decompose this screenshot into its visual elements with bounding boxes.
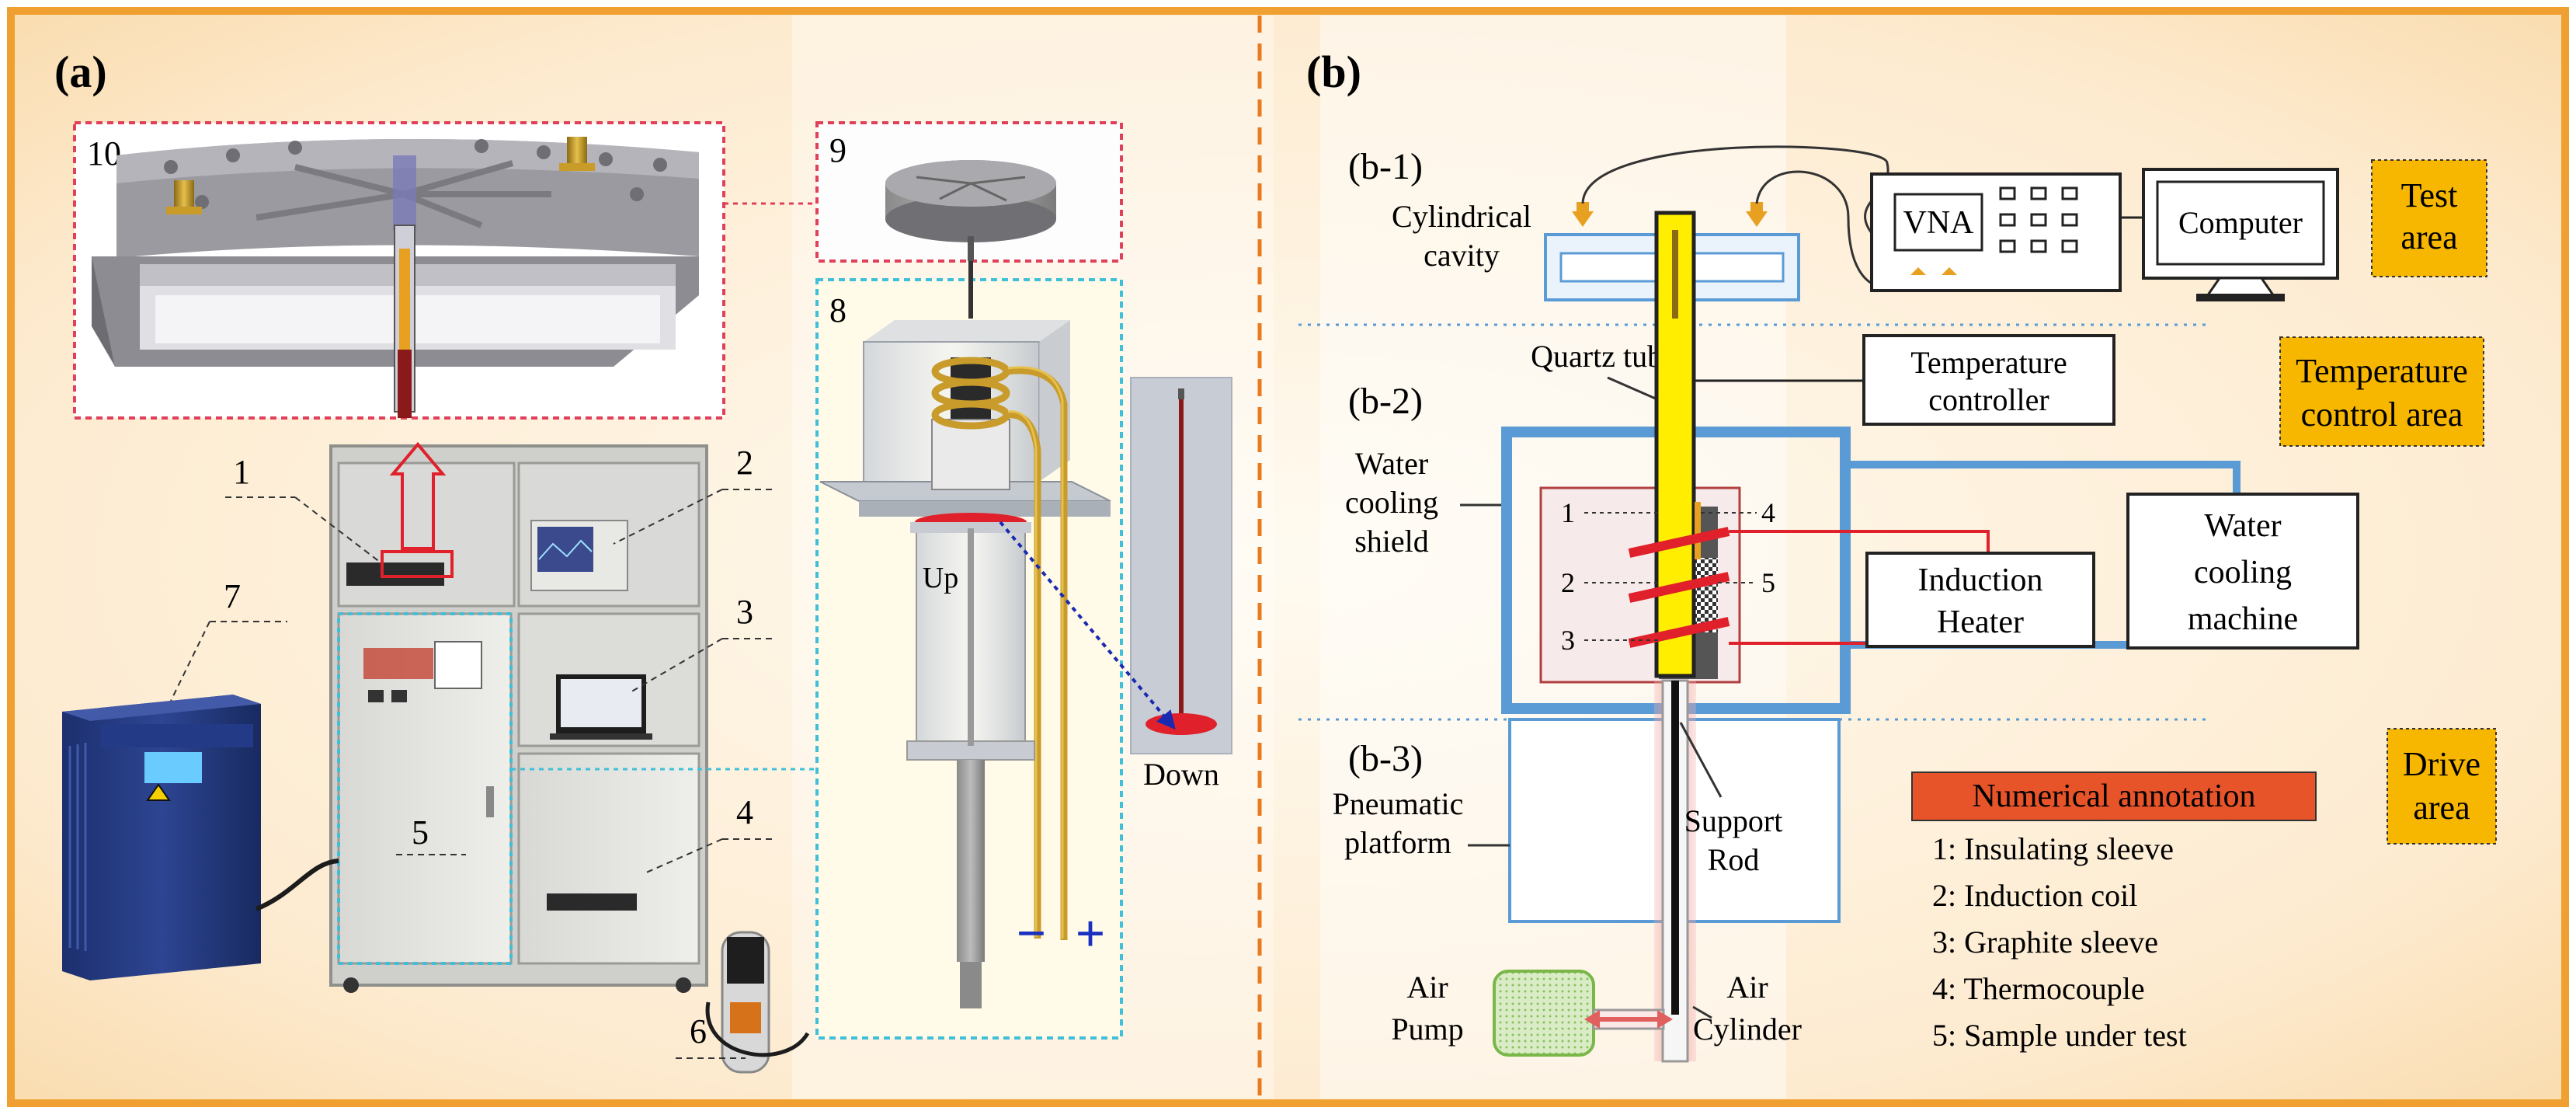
callout-7: 7 (224, 577, 241, 615)
plus-sign: + (1076, 904, 1106, 963)
callouts-1-7: 1 2 3 4 5 6 7 (170, 444, 777, 1059)
inset-9-cavity-top: 9 (815, 121, 1123, 263)
test-area-tag (2371, 159, 2487, 277)
support-rod-label-1: Support (1684, 803, 1783, 838)
induction-heater-line-1: Induction (1918, 562, 2043, 598)
callout-9: 9 (829, 131, 846, 169)
coil-number-labels: 1 2 3 4 5 (1561, 497, 1775, 656)
up-label: Up (923, 562, 958, 594)
up-down-connector (999, 521, 1176, 730)
annotation-item-3: 3: Graphite sleeve (1932, 925, 2158, 960)
coil-number-4: 4 (1761, 497, 1775, 528)
air-flow-arrow-left-icon (1584, 1010, 1600, 1029)
cavity-port-right-icon (1746, 202, 1768, 227)
callout-3: 3 (736, 593, 753, 631)
induction-heater-line-2: Heater (1937, 604, 2024, 640)
coil-number-5: 5 (1761, 567, 1775, 598)
vna-screen (1893, 193, 1983, 252)
cooling-machine-line-1: Water (2204, 508, 2281, 544)
thermocouple (1695, 502, 1701, 559)
minus-sign: − (1017, 904, 1047, 963)
support-rod (1671, 681, 1679, 1015)
drive-area-line-2: area (2413, 789, 2470, 827)
temperature-controller-box (1862, 334, 2115, 426)
platform-label-2: platform (1344, 825, 1451, 860)
down-label: Down (1143, 757, 1219, 792)
support-rod-pointer (1679, 722, 1723, 798)
callout-5: 5 (412, 813, 429, 852)
drive-area-line-1: Drive (2403, 745, 2480, 783)
pump-photo (705, 931, 810, 1074)
computer-screen (2156, 180, 2325, 266)
air-cylinder-label-1: Air (1726, 970, 1768, 1005)
cavity-port-left-icon (1572, 202, 1594, 227)
water-cooling-machine-box (2126, 493, 2359, 650)
computer-base (2196, 294, 2285, 301)
callout-8: 8 (829, 291, 846, 329)
test-area-line-1: Test (2401, 176, 2458, 214)
annotation-title: Numerical annotation (1972, 778, 2255, 814)
computer-label: Computer (2178, 205, 2303, 240)
panel-b-label: (b) (1306, 47, 1361, 97)
annotation-title-box (1911, 771, 2317, 821)
vna-port-icons (1910, 267, 1957, 275)
annotation-item-1: 1: Insulating sleeve (1932, 831, 2174, 866)
air-pump-box (1493, 970, 1595, 1057)
temp-controller-line-1: Temperature (1910, 345, 2067, 380)
vna-label: VNA (1903, 205, 1975, 241)
induction-coil (1628, 527, 1730, 648)
panel-a-label: (a) (54, 47, 107, 97)
annotation-item-2: 2: Induction coil (1932, 878, 2137, 913)
shield-label-2: cooling (1345, 485, 1438, 520)
down-rod-view: Down (1130, 377, 1232, 792)
air-flow-arrow-right-icon (1657, 1010, 1673, 1029)
coil-number-2: 2 (1561, 567, 1575, 598)
temp-control-area-line-1: Temperature (2296, 352, 2468, 390)
platform-label-1: Pneumatic (1333, 786, 1464, 821)
temp-control-area-tag (2279, 336, 2484, 447)
section-b3: (b-3) (1348, 738, 1423, 779)
temp-controller-line-2: controller (1928, 382, 2049, 417)
callout-1: 1 (233, 453, 250, 491)
cabinet-photo (329, 441, 708, 993)
air-cylinder-pointer (1692, 1005, 1712, 1019)
chiller-photo (62, 695, 339, 980)
quartz-tube-label: Quartz tube (1531, 339, 1677, 374)
numerical-annotation-legend: Numerical annotation 1: Insulating sleev… (1911, 771, 2317, 1053)
cavity-label-2: cavity (1424, 238, 1500, 273)
drive-area-tag (2387, 728, 2497, 845)
callout-2: 2 (736, 444, 753, 482)
support-rod-label-2: Rod (1708, 842, 1760, 877)
inset-8-induction-assembly: 8 Up − + (815, 261, 1123, 1040)
inset-10-cavity-cutaway: 10 (73, 121, 725, 420)
shield-label-3: shield (1354, 524, 1429, 559)
test-area-line-2: area (2400, 218, 2457, 256)
induction-heater-box (1865, 552, 2095, 648)
cooling-machine-line-3: machine (2188, 601, 2298, 637)
quartz-tube-pointer (1607, 376, 1658, 401)
section-b2: (b-2) (1348, 381, 1423, 422)
quartz-inner-rod (1672, 230, 1678, 319)
coil-number-1: 1 (1561, 497, 1575, 528)
air-pump-label-1: Air (1406, 970, 1448, 1005)
annotation-item-4: 4: Thermocouple (1932, 971, 2145, 1006)
callout-6: 6 (690, 1012, 707, 1050)
annotation-item-5: 5: Sample under test (1932, 1018, 2187, 1053)
air-pump-label-2: Pump (1391, 1012, 1463, 1047)
callout-4: 4 (736, 793, 753, 831)
cable-right (1755, 170, 1918, 289)
callout-10: 10 (87, 134, 121, 172)
temp-control-area-line-2: control area (2301, 395, 2463, 434)
vna-buttons (1999, 186, 2078, 253)
shield-label-1: Water (1355, 446, 1429, 481)
section-b1: (b-1) (1348, 146, 1423, 187)
coil-number-3: 3 (1561, 625, 1575, 656)
cooling-machine-line-2: cooling (2194, 555, 2292, 590)
cavity-label-1: Cylindrical (1392, 199, 1531, 234)
